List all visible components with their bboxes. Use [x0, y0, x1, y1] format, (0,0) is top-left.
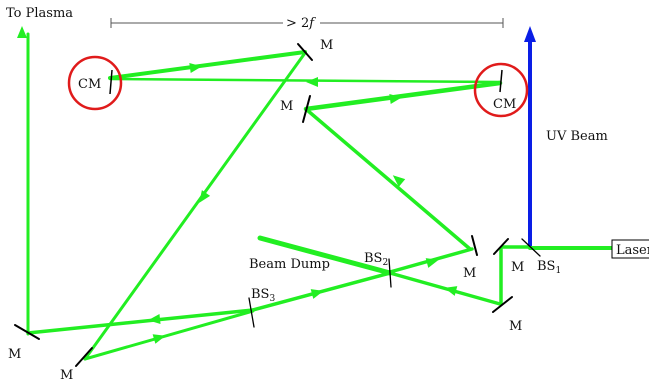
bs2-splitter	[388, 258, 392, 288]
flat-mirrors	[14, 43, 513, 367]
mirror-left-label: M	[8, 347, 21, 362]
beam-m-bottom-to-m-top	[83, 51, 307, 361]
distance-label: > 2f	[286, 16, 316, 31]
arrowhead	[189, 63, 202, 73]
uv-arrowhead	[524, 26, 536, 42]
to-plasma-label: To Plasma	[6, 6, 73, 21]
mirror-right-corner-bottom	[492, 296, 513, 313]
arrowhead	[148, 314, 161, 324]
uv-beam-label: UV Beam	[546, 129, 608, 144]
mirror-mid	[302, 95, 311, 123]
curved-mirror-right: CM	[473, 62, 529, 118]
arrowhead	[425, 258, 439, 268]
bs1-label: BS1	[537, 259, 561, 276]
mirror-left	[14, 324, 40, 340]
beam-m-mid-to-m-right	[305, 108, 472, 251]
bs2-label: BS2	[364, 251, 388, 268]
laser-source: Laser	[611, 239, 649, 259]
arrowhead	[444, 286, 458, 296]
beam-cm-right-to-m-mid	[303, 80, 503, 112]
mirror-right-upper-label: M	[463, 266, 476, 281]
mirror-top	[297, 43, 313, 61]
mirror-right-upper	[471, 235, 478, 256]
beam-bs2-to-dump	[257, 235, 393, 276]
mirror-bottom	[75, 347, 93, 367]
cm-left-label: CM	[78, 77, 101, 92]
mirror-mid-label: M	[280, 99, 293, 114]
beam-dump-label: Beam Dump	[249, 257, 330, 272]
bs1-splitter	[521, 238, 541, 257]
arrowhead	[310, 289, 324, 299]
arrowhead	[199, 190, 211, 203]
mirror-top-label: M	[320, 38, 333, 53]
beam-bs3-to-m-left	[26, 308, 255, 335]
arrowhead	[17, 26, 27, 38]
mirror-right-corner-bottom-label: M	[509, 319, 522, 334]
arrowhead	[389, 94, 402, 104]
mirror-right-corner-top	[493, 238, 509, 255]
arrowhead	[306, 77, 318, 87]
bs3-label: BS3	[251, 287, 275, 304]
beam-m-top-to-cm-left	[108, 50, 307, 80]
curved-mirror-left: CM	[67, 55, 123, 111]
beam-bs3-to-m-bottom	[83, 309, 255, 361]
bs3-splitter	[248, 297, 255, 328]
beam-m-to-bs2	[388, 271, 502, 306]
mirror-bottom-label: M	[60, 368, 73, 383]
beam-paths	[26, 32, 614, 361]
cm-right-label: CM	[493, 97, 516, 112]
distance-bracket: > 2f	[110, 16, 504, 31]
beam-arrowheads	[17, 26, 458, 344]
beam-cm-left-to-cm-right	[108, 77, 502, 84]
laser-label: Laser	[616, 243, 649, 258]
uv-beam	[524, 26, 536, 246]
arrowhead	[152, 334, 166, 344]
beam-splitters	[248, 238, 541, 328]
arrowhead	[392, 175, 406, 187]
mirror-right-corner-top-label: M	[511, 260, 524, 275]
